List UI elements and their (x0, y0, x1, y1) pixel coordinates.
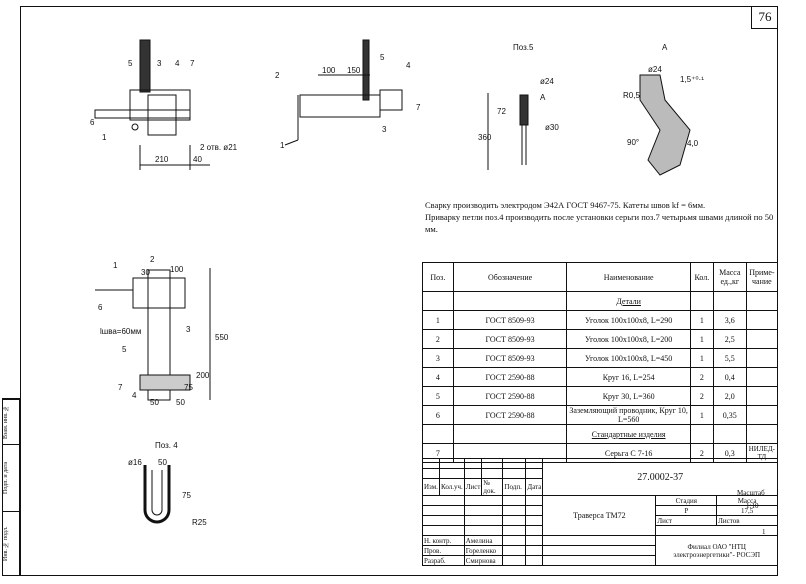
spec-head-name: Наименование (566, 262, 691, 292)
pos5-mark-a: A (540, 93, 546, 102)
dim-side-150: 150 (347, 66, 361, 75)
front-label-5: 5 (122, 345, 127, 354)
dim-top-210: 210 (155, 155, 169, 164)
spec-head-note: Приме- чание (745, 262, 779, 292)
stage-value: Р (655, 505, 718, 516)
pos4-view: Поз. 4 ø16 50 75 R25 (128, 441, 207, 527)
front-dim-75: 75 (184, 383, 193, 392)
sheets-count: 1 (762, 528, 766, 536)
spec-head-desig: Обозначение (452, 262, 568, 292)
pos4-title: Поз. 4 (155, 441, 178, 450)
dim-side-100: 100 (322, 66, 336, 75)
doc-title: Траверса ТМ72 (542, 495, 657, 536)
label-top-3: 3 (157, 59, 162, 68)
spec-section-details: Детали (566, 291, 691, 311)
label-side-1: 1 (280, 141, 285, 150)
section-a-d24: ø24 (648, 65, 662, 74)
label-top-5: 5 (128, 59, 133, 68)
front-view: 1 2 6 3 5 7 4 30 100 550 200 75 50 50 lш… (95, 255, 229, 407)
pos4-d16: ø16 (128, 458, 142, 467)
spec-head-mass: Масса ед.,кг (712, 262, 747, 292)
label-side-4: 4 (406, 61, 411, 70)
pos5-dim-d30: ø30 (545, 123, 559, 132)
section-a-r05: R0,5 (623, 91, 640, 100)
side-stamp-inv: Инв. № подл. (3, 511, 19, 576)
side-stamp-sign: Подп. и дата (3, 444, 19, 511)
label-side-3: 3 (382, 125, 387, 134)
specification-table: Поз. Обозначение Наименование Кол. Масса… (422, 262, 779, 463)
side-stamp-replace: Взам. инв. № (3, 399, 19, 444)
spec-header-row: Поз. Обозначение Наименование Кол. Масса… (422, 262, 779, 292)
page-number: 76 (751, 6, 778, 29)
front-dim-50b: 50 (176, 398, 185, 407)
front-dim-100: 100 (170, 265, 184, 274)
pos4-75: 75 (182, 491, 191, 500)
pos4-50: 50 (158, 458, 167, 467)
side-stamp: Взам. инв. № Подп. и дата Инв. № подл. (2, 398, 20, 576)
note-2: Приварку петли поз.4 производить после у… (425, 212, 774, 234)
welding-notes: Сварку производить электродом Э42А ГОСТ … (425, 199, 775, 235)
drawing-frame (20, 6, 778, 576)
dim-top-40: 40 (193, 155, 202, 164)
top-view: 5 3 4 7 6 1 2 отв. ø21 210 40 (90, 39, 238, 170)
pos5-dim-360: 360 (478, 133, 492, 142)
pos5-title: Поз.5 (513, 43, 534, 52)
section-a-view: A ø24 R0,5 1,5⁺⁰·¹ 90° 4,0 (623, 43, 704, 176)
scale-value: 1:10 (746, 502, 759, 510)
note-1: Сварку производить электродом Э42А ГОСТ … (425, 200, 706, 210)
label-side-2: 2 (275, 71, 280, 80)
front-dim-550: 550 (215, 333, 229, 342)
section-a-mark: A (662, 43, 668, 52)
front-weld-note: lшва=60мм (100, 327, 141, 336)
front-label-7: 7 (118, 383, 123, 392)
spec-head-qty: Кол. (689, 262, 714, 292)
front-label-2: 2 (150, 255, 155, 264)
pos5-view: Поз.5 ø24 72 360 ø30 A (478, 43, 559, 170)
front-label-4: 4 (132, 391, 137, 400)
organization: Филиал ОАО "НТЦ электроэнергетики"- РОСЭ… (655, 535, 778, 566)
front-dim-30: 30 (141, 268, 150, 277)
section-a-90: 90° (627, 138, 639, 147)
section-a-15: 1,5⁺⁰·¹ (680, 75, 704, 84)
section-a-40: 4,0 (687, 139, 699, 148)
label-top-4: 4 (175, 59, 180, 68)
front-dim-50a: 50 (150, 398, 159, 407)
front-label-1: 1 (113, 261, 118, 270)
pos4-r25: R25 (192, 518, 207, 527)
front-dim-200: 200 (196, 371, 210, 380)
pos5-dim-d24: ø24 (540, 77, 554, 86)
pos5-dim-72: 72 (497, 107, 506, 116)
side-view: 100 150 2 5 4 7 1 3 (275, 39, 421, 150)
label-top-7: 7 (190, 59, 195, 68)
spec-head-pos: Поз. (422, 262, 454, 292)
front-label-3: 3 (186, 325, 191, 334)
scale-head: Масштаб (737, 489, 765, 497)
label-side-5: 5 (380, 53, 385, 62)
label-top-1: 1 (102, 133, 107, 142)
spec-section-standard: Стандартные изделия (566, 424, 691, 444)
label-side-7: 7 (416, 103, 421, 112)
label-top-6: 6 (90, 118, 95, 127)
label-top-2: 2 отв. ø21 (200, 143, 238, 152)
front-label-6: 6 (98, 303, 103, 312)
